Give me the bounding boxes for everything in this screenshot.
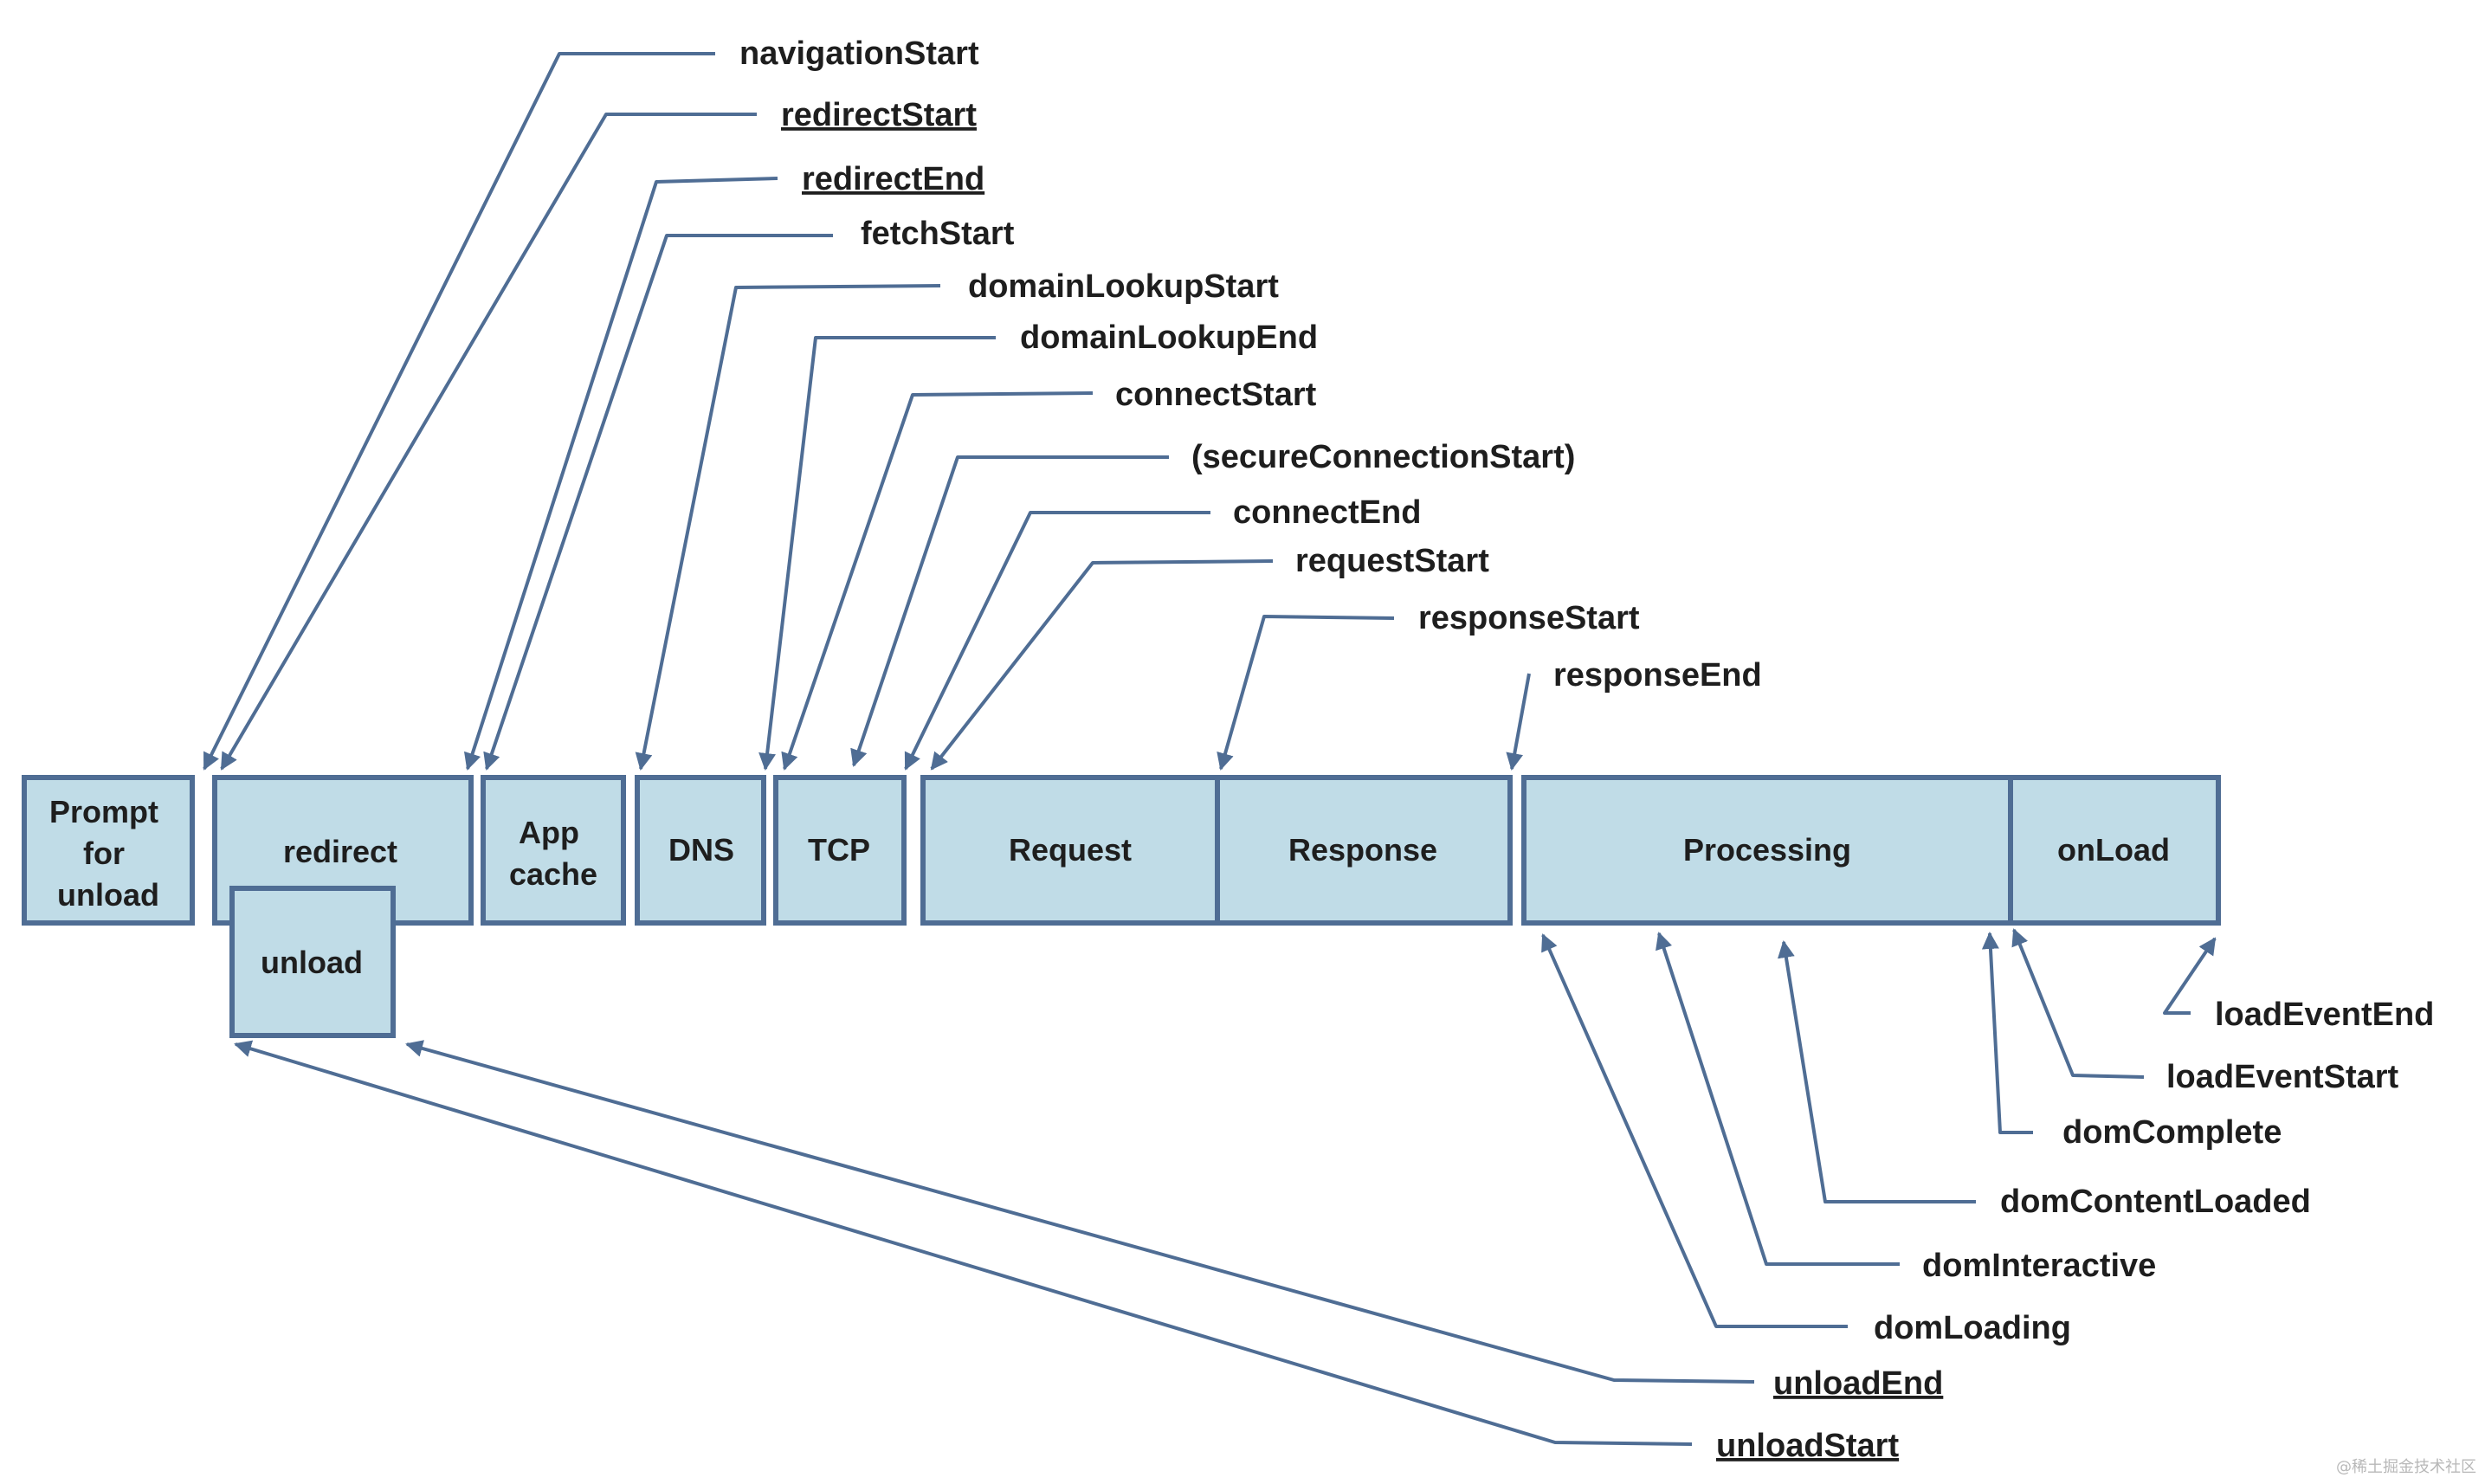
prompt-for-unload-label: Prompt for unload: [49, 794, 167, 913]
tcp-box: [773, 775, 907, 926]
dom-interactive-leader: [1656, 932, 1900, 1266]
load-event-start-leader: [2011, 928, 2145, 1079]
onload-label: onLoad: [2057, 832, 2170, 868]
redirect-end-leader: [463, 177, 778, 771]
load-event-end-label: loadEventEnd: [2215, 997, 2434, 1033]
prompt-line-1: Prompt: [49, 794, 158, 829]
dom-loading-label: domLoading: [1874, 1310, 2071, 1346]
navigation-start-label: navigationStart: [739, 35, 979, 72]
secure-connection-start-leader: [850, 455, 1169, 767]
load-event-end-leader: [2163, 937, 2217, 1015]
dom-complete-leader: [1981, 932, 2033, 1134]
redirect-start-label: redirectStart: [781, 97, 977, 133]
response-start-leader: [1217, 615, 1395, 771]
prompt-line-3: unload: [57, 877, 159, 913]
connect-end-label: connectEnd: [1233, 494, 1421, 531]
navigation-start-leader: [203, 52, 715, 771]
connect-start-label: connectStart: [1115, 377, 1317, 413]
prompt-line-2: for: [83, 836, 125, 871]
top-leader-lines: [203, 52, 1531, 771]
unload-label: unload: [261, 945, 363, 980]
request-start-label: requestStart: [1295, 543, 1489, 579]
response-label: Response: [1288, 832, 1437, 868]
request-box: [920, 775, 1220, 926]
unload-end-label: unloadEnd: [1773, 1365, 1943, 1402]
fetch-start-label: fetchStart: [861, 216, 1015, 252]
dom-interactive-label: domInteractive: [1922, 1248, 2156, 1284]
unload-start-label: unloadStart: [1716, 1428, 1899, 1464]
dns-label: DNS: [668, 832, 734, 868]
dom-complete-label: domComplete: [2062, 1114, 2282, 1151]
response-end-leader: [1506, 673, 1531, 771]
domain-lookup-start-label: domainLookupStart: [968, 268, 1279, 305]
secure-connection-start-label: (secureConnectionStart): [1191, 439, 1575, 475]
domain-lookup-end-leader: [758, 336, 996, 771]
tcp-label: TCP: [808, 832, 870, 868]
unload-box: [229, 886, 396, 1038]
fetch-start-leader: [483, 234, 833, 771]
dom-loading-leader: [1541, 933, 1848, 1328]
top-event-labels: navigationStart redirectStart redirectEn…: [739, 35, 1762, 694]
request-start-leader: [930, 559, 1274, 771]
response-start-label: responseStart: [1418, 600, 1640, 636]
processing-label: Processing: [1683, 832, 1851, 868]
watermark-text: @稀土掘金技术社区: [2336, 1458, 2476, 1476]
processing-box: [1521, 775, 2013, 926]
app-cache-line-1: App: [519, 815, 579, 850]
onload-box: [2008, 775, 2221, 926]
redirect-start-leader: [220, 113, 757, 771]
request-label: Request: [1009, 832, 1132, 868]
unload-start-leader: [234, 1040, 1693, 1446]
dom-content-loaded-leader: [1777, 940, 1976, 1203]
response-end-label: responseEnd: [1553, 657, 1762, 694]
dom-content-loaded-label: domContentLoaded: [2000, 1184, 2311, 1220]
connect-start-leader: [781, 391, 1094, 771]
bottom-event-labels: loadEventEnd loadEventStart domComplete …: [1716, 997, 2434, 1464]
redirect-end-label: redirectEnd: [802, 161, 984, 197]
prompt-for-unload-box: [22, 775, 195, 926]
domain-lookup-end-label: domainLookupEnd: [1020, 319, 1318, 356]
app-cache-line-2: cache: [509, 856, 597, 892]
phase-boxes: Prompt for unload redirect App cache DNS…: [22, 775, 2221, 1038]
domain-lookup-start-leader: [635, 284, 941, 771]
redirect-label: redirect: [283, 834, 397, 869]
connect-end-leader: [904, 511, 1210, 771]
bottom-leader-lines: [234, 928, 2217, 1446]
load-event-start-label: loadEventStart: [2166, 1059, 2399, 1095]
unload-end-leader: [405, 1040, 1755, 1384]
app-cache-label: App cache: [509, 815, 597, 892]
app-cache-box: [481, 775, 626, 926]
response-box: [1215, 775, 1513, 926]
dns-box: [635, 775, 766, 926]
